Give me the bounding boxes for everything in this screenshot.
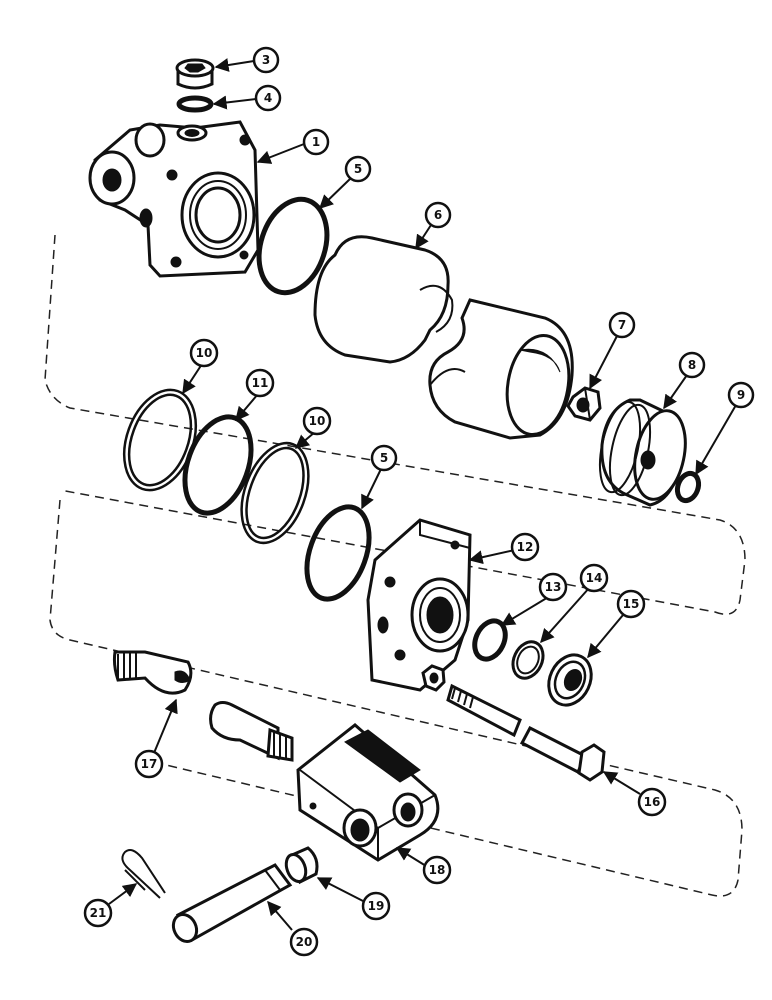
callout-7: 7 (608, 311, 636, 339)
callout-10-right: 10 (302, 406, 332, 436)
svg-text:10: 10 (196, 346, 213, 360)
ring-part-11 (182, 414, 254, 516)
svg-text:18: 18 (429, 863, 446, 877)
bushing-part-19 (284, 846, 319, 885)
threaded-pin-part-17 (112, 650, 294, 762)
cylinder-head-part-1 (88, 120, 260, 278)
plug-part-3 (175, 58, 215, 90)
svg-text:17: 17 (141, 757, 158, 771)
svg-text:10: 10 (309, 414, 326, 428)
callout-8: 8 (678, 351, 706, 379)
ring-part-9 (674, 470, 702, 504)
callout-21: 21 (83, 898, 113, 928)
callout-13: 13 (538, 572, 568, 602)
callout-12: 12 (510, 532, 540, 562)
callout-4: 4 (254, 84, 282, 112)
o-ring-part-4 (176, 95, 214, 113)
callout-5-lower: 5 (370, 444, 398, 472)
callout-14: 14 (579, 563, 609, 593)
svg-text:5: 5 (354, 162, 362, 176)
piston-rod-part-16 (421, 664, 606, 782)
callout-9: 9 (727, 381, 755, 409)
svg-text:6: 6 (434, 208, 442, 222)
callout-10-left: 10 (189, 338, 219, 368)
seal-part-15 (547, 653, 593, 707)
callout-6: 6 (424, 201, 452, 229)
svg-text:7: 7 (618, 318, 626, 332)
cylinder-barrel-part-6 (313, 235, 574, 440)
callout-1: 1 (302, 128, 330, 156)
leader-lines (108, 58, 737, 931)
svg-text:15: 15 (623, 597, 640, 611)
callout-18: 18 (422, 855, 452, 885)
svg-text:4: 4 (264, 91, 272, 105)
clevis-part-18 (296, 723, 440, 862)
r-clip-part-21 (121, 849, 166, 899)
callout-5-upper: 5 (344, 155, 372, 183)
svg-text:8: 8 (688, 358, 696, 372)
svg-text:21: 21 (90, 906, 107, 920)
dashed-group-outline-upper (44, 234, 746, 615)
svg-text:5: 5 (380, 451, 388, 465)
callout-11: 11 (245, 368, 275, 398)
callout-17: 17 (134, 749, 164, 779)
o-ring-part-5-upper (256, 196, 330, 296)
callout-3: 3 (252, 46, 280, 74)
svg-text:20: 20 (296, 935, 313, 949)
svg-text:3: 3 (262, 53, 270, 67)
ring-part-10-right (240, 441, 310, 545)
svg-text:16: 16 (644, 795, 661, 809)
svg-text:11: 11 (252, 376, 269, 390)
nut-part-7 (566, 386, 602, 422)
svg-text:9: 9 (737, 388, 745, 402)
callout-19: 19 (361, 891, 391, 921)
svg-text:19: 19 (368, 899, 385, 913)
svg-text:1: 1 (312, 135, 320, 149)
callout-20: 20 (289, 927, 319, 957)
callout-15: 15 (616, 589, 646, 619)
o-ring-part-5-lower (304, 504, 372, 602)
ring-part-13 (472, 618, 508, 662)
svg-text:12: 12 (517, 540, 534, 554)
svg-text:14: 14 (586, 571, 603, 585)
piston-part-8 (598, 398, 687, 507)
rod-guide-part-12 (366, 518, 472, 692)
callout-16: 16 (637, 787, 667, 817)
dashed-group-outline-lower (49, 499, 743, 897)
clevis-pin-part-20 (171, 863, 293, 944)
washer-part-14 (511, 640, 545, 680)
svg-text:13: 13 (545, 580, 562, 594)
